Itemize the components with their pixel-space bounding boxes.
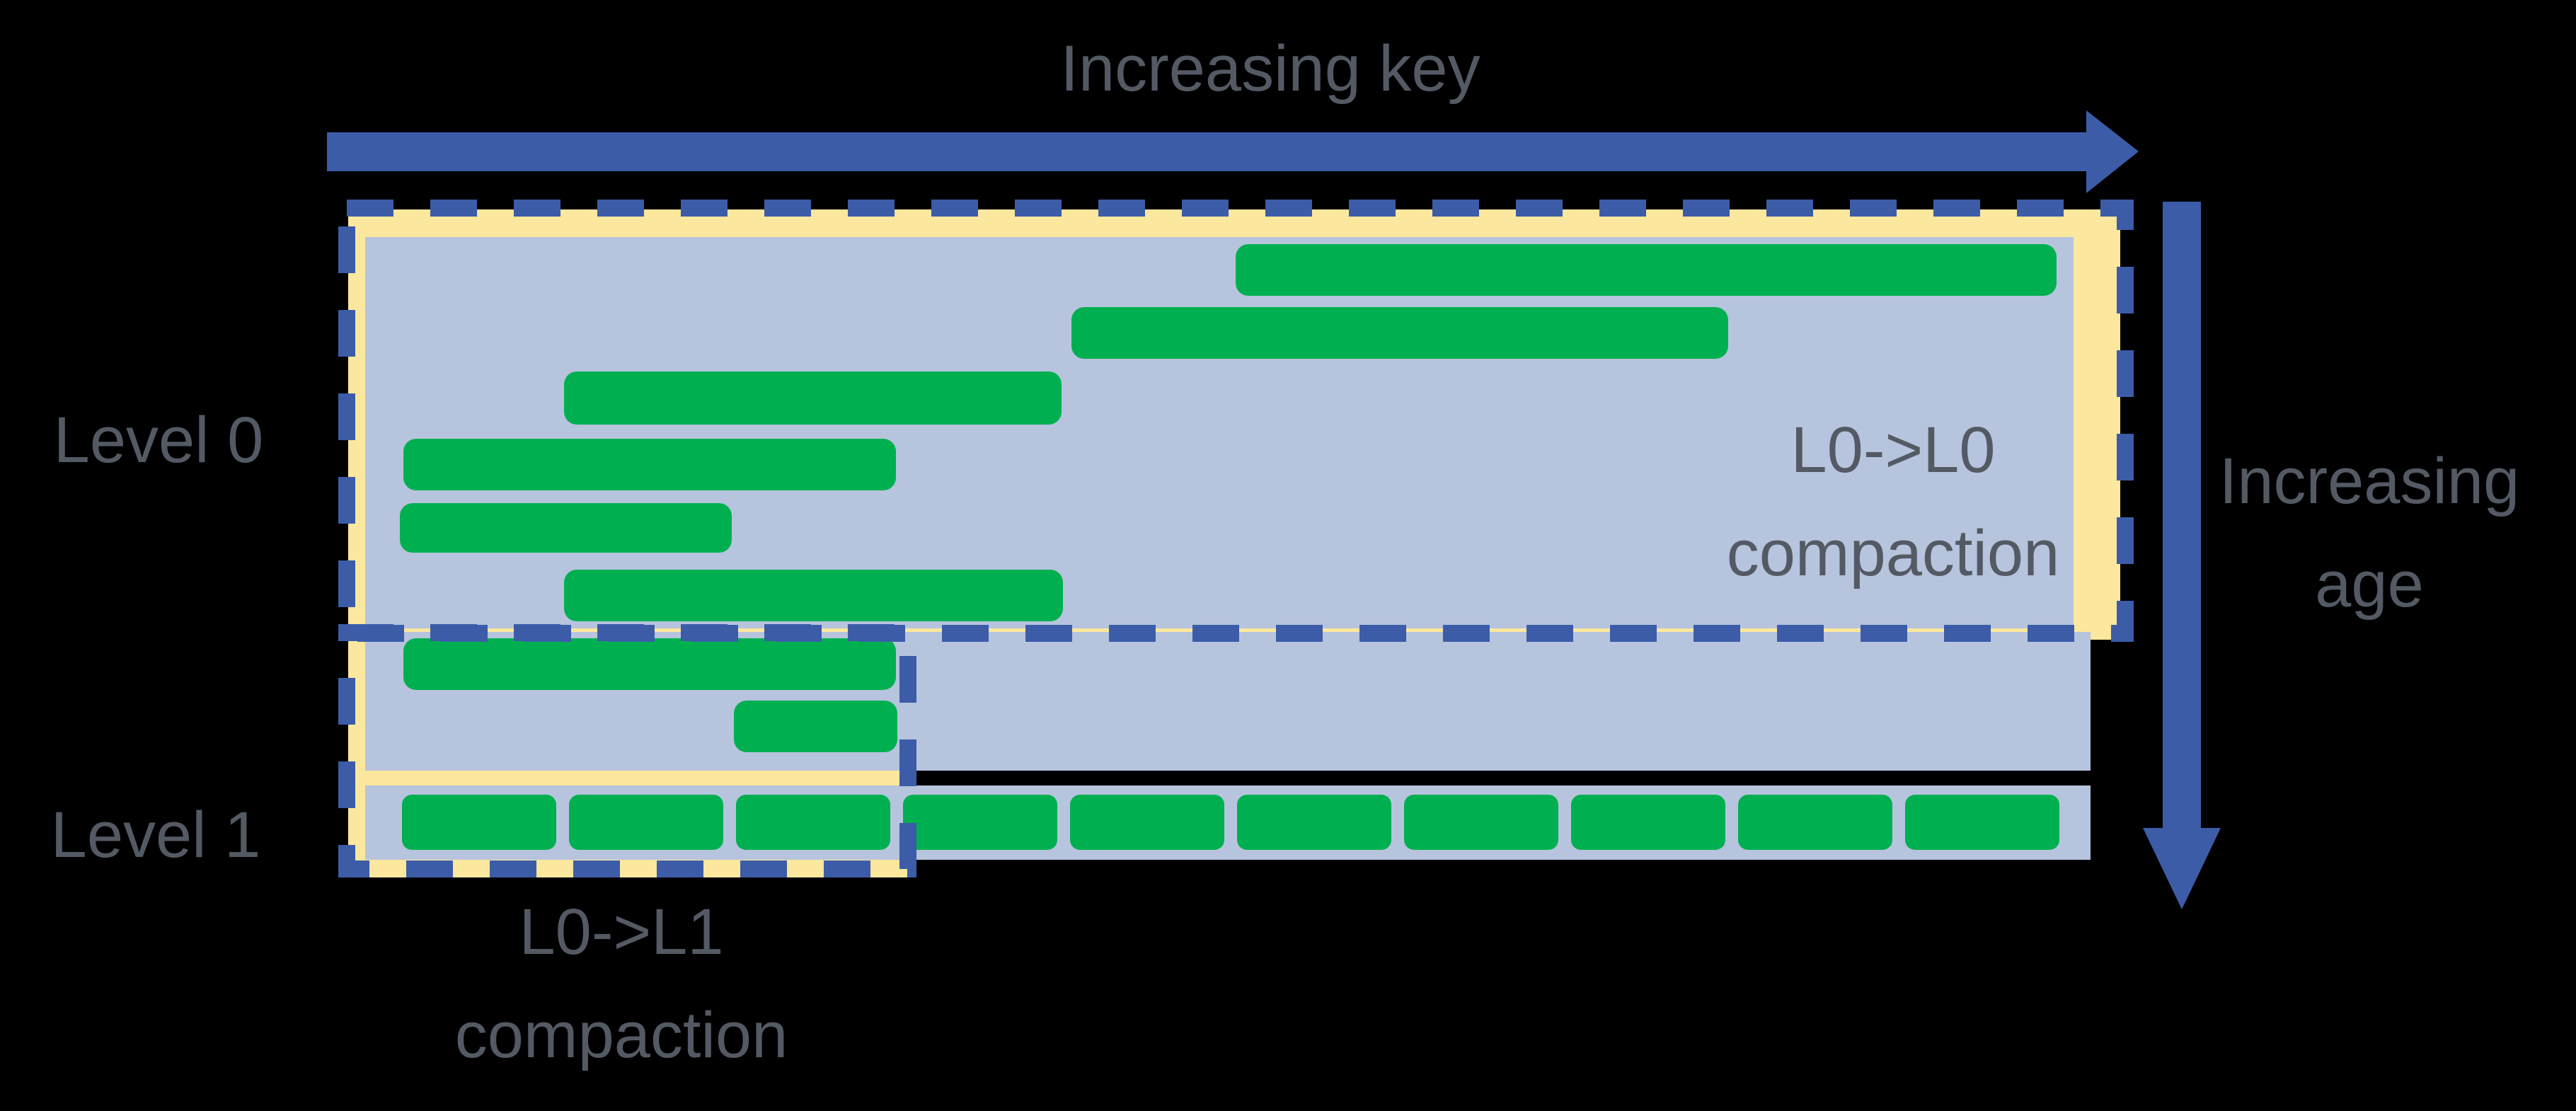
sstable-bar-l1-10 bbox=[1905, 795, 2059, 850]
sstable-bar-l1-8 bbox=[1571, 795, 1725, 850]
increasing-key-arrow-shaft bbox=[327, 132, 2086, 171]
sstable-bar-l0-1 bbox=[1236, 244, 2057, 296]
level0-panel bbox=[365, 237, 2074, 628]
sstable-bar-l0-4 bbox=[403, 439, 896, 490]
increasing-age-label: Increasing age bbox=[2219, 430, 2519, 636]
increasing-age-arrow-head bbox=[2143, 828, 2221, 909]
increasing-key-label: Increasing key bbox=[1060, 33, 1480, 105]
sstable-bar-l0-3 bbox=[564, 372, 1062, 425]
sstable-bar-l0-7 bbox=[403, 638, 896, 690]
increasing-key-arrow-head bbox=[2086, 110, 2139, 193]
sstable-bar-l1-2 bbox=[569, 795, 723, 850]
increasing-age-label-line2: age bbox=[2315, 548, 2424, 621]
l0-l1-compaction-label-line1: L0->L1 bbox=[519, 896, 724, 968]
sstable-bar-l1-3 bbox=[736, 795, 890, 850]
l0-l1-compaction-label-line2: compaction bbox=[454, 999, 788, 1071]
level1-label: Level 1 bbox=[50, 799, 261, 871]
sstable-bar-l0-2 bbox=[1071, 307, 1728, 359]
level0-label: Level 0 bbox=[53, 404, 264, 476]
l0-l0-compaction-label-line1: L0->L0 bbox=[1790, 414, 1996, 486]
sstable-bar-l1-7 bbox=[1404, 795, 1558, 850]
sstable-bar-l1-9 bbox=[1738, 795, 1892, 850]
l0-l0-compaction-label-line2: compaction bbox=[1726, 517, 2060, 589]
sstable-bar-l1-6 bbox=[1237, 795, 1391, 850]
sstable-bar-l0-6 bbox=[564, 570, 1063, 621]
sstable-bar-l1-5 bbox=[1070, 795, 1224, 850]
increasing-age-label-line1: Increasing bbox=[2219, 445, 2520, 517]
sstable-bar-l1-1 bbox=[402, 795, 556, 850]
sstable-bar-l1-4 bbox=[903, 795, 1057, 850]
l0-l0-compaction-label: L0->L0 compaction bbox=[1727, 398, 2059, 605]
l0-l1-compaction-box bbox=[338, 624, 916, 877]
sstable-bar-l0-8 bbox=[734, 701, 897, 752]
increasing-age-arrow-shaft bbox=[2163, 202, 2201, 828]
l0-l0-compaction-box bbox=[338, 200, 2134, 642]
l0-l1-compaction-label: L0->L1 compaction bbox=[455, 880, 788, 1087]
sstable-bar-l0-5 bbox=[400, 503, 732, 553]
